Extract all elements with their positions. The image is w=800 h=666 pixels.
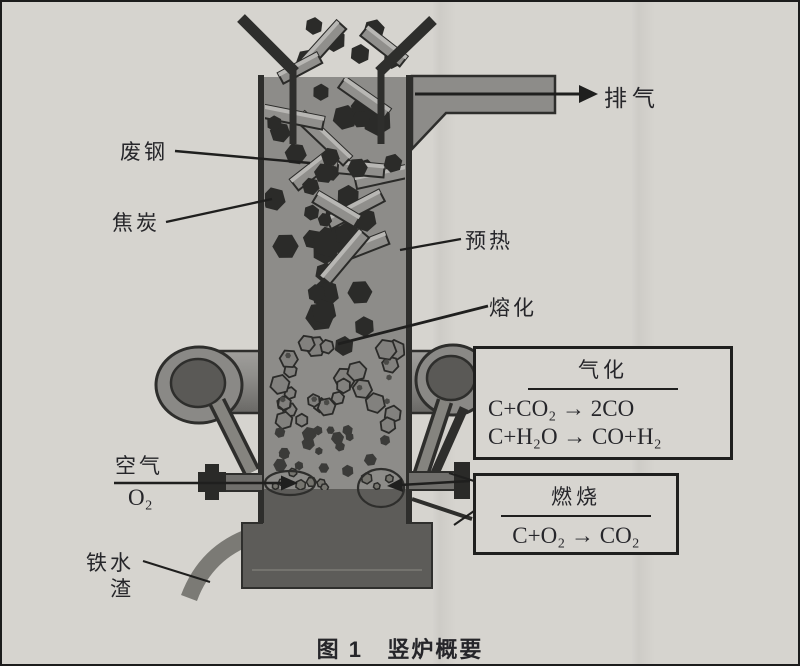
right-blast-arrowhead bbox=[387, 478, 403, 492]
label-melting: 熔化 bbox=[489, 297, 537, 320]
leader-coke bbox=[165, 197, 273, 224]
label-scrap-steel: 废钢 bbox=[120, 141, 168, 164]
leader-scrap-steel bbox=[174, 149, 311, 165]
charging-funnel bbox=[237, 14, 437, 144]
shaft-wall-left bbox=[258, 75, 264, 523]
downcomer-left bbox=[208, 397, 261, 477]
leader-combustion-bottom bbox=[453, 510, 475, 526]
exhaust-arrowhead bbox=[579, 85, 598, 103]
tuyere-right bbox=[407, 462, 473, 521]
label-air: 空气 bbox=[115, 455, 163, 478]
leader-melting bbox=[337, 304, 489, 346]
gasification-rule bbox=[528, 388, 678, 390]
exhaust-duct bbox=[410, 74, 557, 153]
label-coke: 焦炭 bbox=[112, 212, 160, 235]
bustle-pipe-right-bore bbox=[425, 354, 477, 402]
leader-iron-slag bbox=[142, 560, 211, 583]
gasification-reaction-1: C+CO₂ → 2CO bbox=[488, 396, 635, 421]
bustle-pipe-left-bore bbox=[169, 357, 227, 409]
label-preheat: 预热 bbox=[465, 230, 513, 253]
combustion-reaction-1: C+O₂ → CO₂ bbox=[512, 523, 640, 548]
label-oxygen: O₂ bbox=[128, 485, 153, 510]
label-molten-iron: 铁水 bbox=[86, 552, 134, 575]
gasification-reaction-2: C+H₂O → CO+H₂ bbox=[488, 424, 662, 450]
combustion-rule bbox=[501, 515, 651, 517]
gasification-box: 气化 C+CO₂ → 2CO C+H₂O → CO+H₂ bbox=[473, 346, 733, 460]
label-slag: 渣 bbox=[110, 578, 134, 601]
leader-combustion-top bbox=[448, 472, 475, 482]
combustion-box: 燃烧 C+O₂ → CO₂ bbox=[473, 473, 679, 555]
leader-lines bbox=[142, 149, 489, 583]
charging-material bbox=[276, 17, 410, 85]
hearth bbox=[241, 522, 433, 589]
right-blast-arrow bbox=[399, 479, 471, 487]
label-exhaust: 排气 bbox=[604, 85, 660, 111]
gasification-title: 气化 bbox=[578, 359, 628, 382]
shaft-wall-right bbox=[406, 75, 412, 523]
combustion-title: 燃烧 bbox=[551, 486, 601, 509]
figure-caption: 图 1 竖炉概要 bbox=[316, 637, 484, 662]
downcomer-right bbox=[412, 398, 469, 482]
air-blast-arrowhead bbox=[281, 475, 298, 491]
leader-preheat bbox=[399, 237, 462, 252]
raceway-right bbox=[356, 467, 406, 509]
